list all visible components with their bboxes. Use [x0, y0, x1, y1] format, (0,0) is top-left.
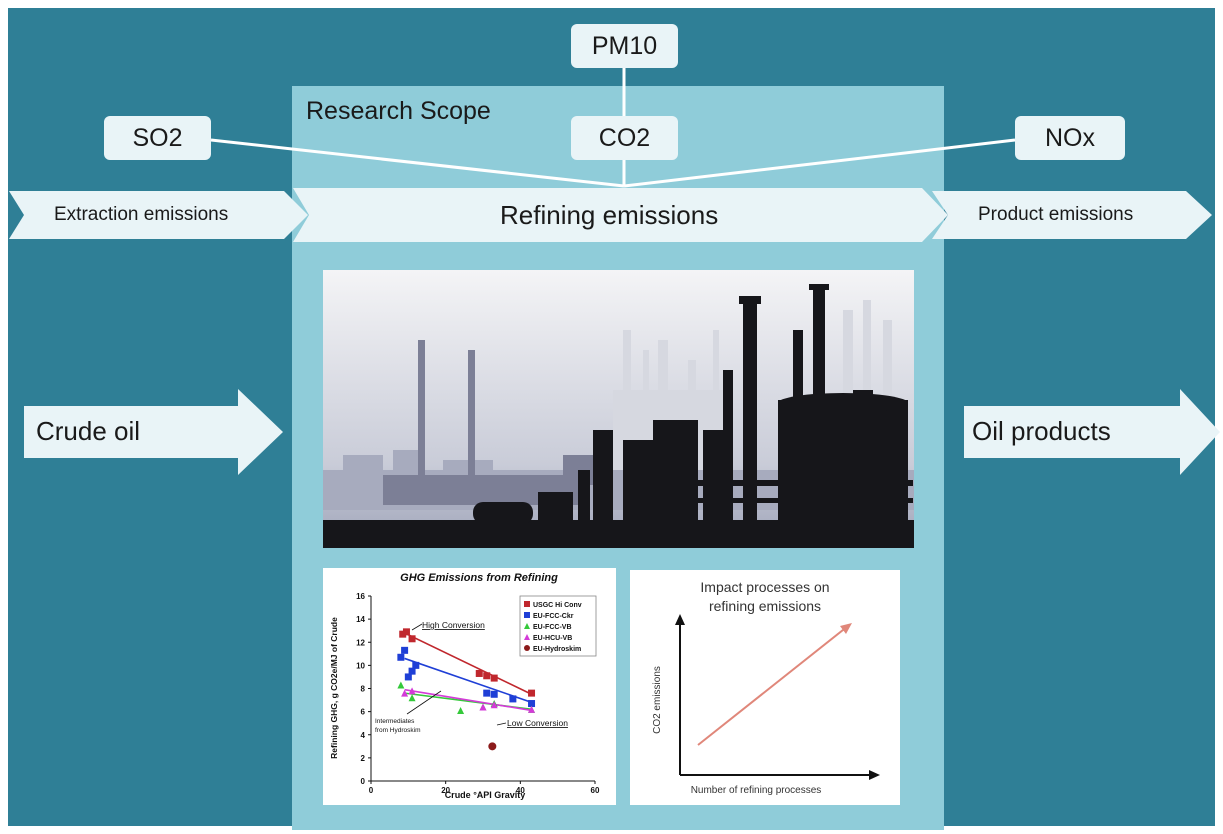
- ghg-point: [490, 690, 498, 698]
- ghg-chart-title: GHG Emissions from Refining: [400, 572, 558, 584]
- oil-products-arrow: [964, 389, 1220, 475]
- impact-chart: Impact processes on refining emissions N…: [630, 570, 900, 805]
- ghg-point: [479, 703, 487, 711]
- ghg-point: [408, 694, 416, 702]
- ghg-point: [509, 695, 517, 703]
- ghg-trend-line: [404, 657, 532, 704]
- nox-label: NOx: [1015, 116, 1125, 160]
- ghg-point: [397, 681, 405, 689]
- impact-chart-title-line1: Impact processes on: [700, 579, 829, 595]
- so2-label: SO2: [104, 116, 211, 160]
- crude-oil-label: Crude oil: [36, 416, 141, 446]
- ghg-trend-lines: [404, 632, 532, 712]
- ghg-point: [483, 689, 491, 697]
- ghg-point: [528, 689, 536, 697]
- impact-trend-line: [697, 625, 849, 746]
- extraction-arrow: [9, 191, 308, 239]
- ghg-y-tick-label: 8: [361, 685, 366, 694]
- pm10-label: PM10: [571, 24, 678, 68]
- impact-chart-title-line2: refining emissions: [709, 598, 821, 614]
- ghg-y-tick-label: 14: [356, 615, 365, 624]
- ghg-legend-label: USGC Hi Conv: [533, 602, 582, 609]
- ghg-y-tick-label: 0: [361, 777, 366, 786]
- product-arrow: [932, 191, 1212, 239]
- low-conversion-annotation: Low Conversion: [507, 718, 568, 728]
- x-axis-arrowhead-icon: [869, 770, 880, 780]
- intermediates-pointer: [406, 690, 442, 715]
- intermediates-annotation-line1: Intermediates: [375, 718, 415, 725]
- ghg-y-tick-label: 16: [356, 592, 365, 601]
- ghg-x-tick-label: 40: [516, 786, 525, 795]
- ghg-y-tick-label: 10: [356, 661, 365, 670]
- ghg-point: [490, 701, 498, 709]
- ghg-point: [412, 661, 420, 669]
- ghg-legend-label: EU-HCU-VB: [533, 635, 572, 642]
- ghg-x-axis-title: Crude °API Gravity: [445, 790, 526, 800]
- oil-products-label: Oil products: [972, 416, 1111, 446]
- ghg-y-tick-label: 6: [361, 708, 366, 717]
- ghg-point: [397, 653, 405, 661]
- ghg-point: [404, 673, 412, 681]
- ghg-legend-marker: [524, 623, 530, 629]
- high-conversion-pointer: [411, 623, 423, 631]
- ghg-legend-marker: [524, 634, 530, 640]
- refining-label: Refining emissions: [500, 200, 719, 230]
- ghg-y-tick-label: 4: [361, 731, 366, 740]
- product-label: Product emissions: [978, 204, 1134, 225]
- impact-x-axis-title: Number of refining processes: [691, 785, 822, 796]
- ghg-x-tick-label: 0: [369, 786, 374, 795]
- ghg-y-tick-label: 2: [361, 754, 366, 763]
- ghg-trend-line: [404, 632, 532, 696]
- ghg-point: [457, 706, 465, 714]
- impact-y-axis-title: CO2 emissions: [652, 666, 663, 734]
- ghg-x-tick-label: 60: [591, 786, 600, 795]
- ghg-legend-marker: [524, 612, 530, 618]
- ghg-trend-line: [404, 688, 532, 712]
- ghg-x-tick-label: 20: [441, 786, 450, 795]
- ghg-point: [402, 628, 410, 636]
- ghg-axes: 0 2 4 6 8 10 12 14 16 0 20 40 60: [356, 592, 600, 795]
- intermediates-annotation-line2: from Hydroskim: [375, 727, 421, 734]
- ghg-point: [401, 646, 409, 654]
- ghg-legend-marker: [524, 601, 530, 607]
- trend-arrowhead-icon: [840, 623, 852, 634]
- ghg-data-points: [397, 628, 536, 751]
- nox-connector: [623, 138, 1016, 188]
- ghg-y-tick-label: 12: [356, 638, 365, 647]
- refining-arrow: [293, 188, 948, 242]
- high-conversion-annotation: High Conversion: [422, 620, 485, 630]
- ghg-point: [488, 742, 497, 751]
- ghg-point: [408, 687, 416, 695]
- so2-connector: [210, 138, 625, 188]
- extraction-label: Extraction emissions: [54, 204, 229, 225]
- refinery-illustration: [323, 270, 914, 548]
- y-axis-arrowhead-icon: [675, 614, 685, 625]
- ghg-chart: GHG Emissions from Refining 0 2 4 6 8 10 12 14 1…: [323, 568, 616, 805]
- ghg-point: [399, 630, 407, 638]
- research-scope-title: Research Scope: [306, 97, 491, 125]
- co2-label: CO2: [571, 116, 678, 160]
- ghg-point: [401, 689, 409, 697]
- ghg-legend-label: EU-Hydroskim: [533, 646, 581, 653]
- crude-oil-arrow: [24, 389, 283, 475]
- ghg-legend-label: EU-FCC-VB: [533, 624, 572, 631]
- ghg-point: [475, 669, 483, 677]
- ghg-point: [490, 674, 498, 682]
- low-conversion-pointer: [496, 722, 507, 726]
- ghg-legend-label: EU-FCC-Ckr: [533, 613, 574, 620]
- ghg-legend-marker: [524, 645, 530, 651]
- ghg-y-axis-title: Refining GHG, g CO2e/MJ of Crude: [329, 617, 339, 759]
- ghg-point: [483, 672, 491, 680]
- ghg-point: [528, 705, 536, 713]
- ghg-point: [528, 700, 536, 708]
- ghg-point: [408, 667, 416, 675]
- ghg-point: [408, 635, 416, 643]
